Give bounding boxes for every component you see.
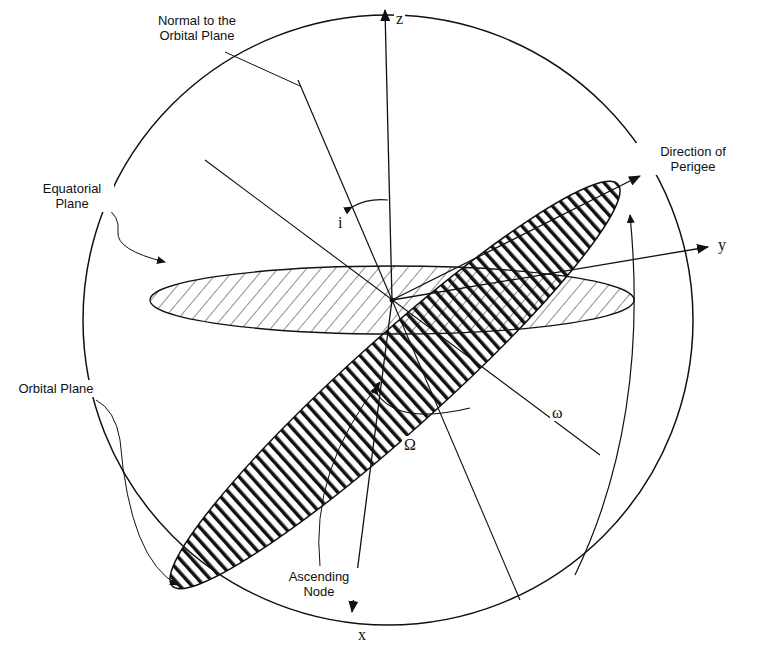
label: z bbox=[394, 10, 405, 27]
orbital-plane bbox=[141, 150, 648, 620]
label: i bbox=[336, 214, 344, 231]
normal-extension bbox=[392, 300, 520, 600]
node-angle-arc bbox=[378, 395, 470, 414]
label: Orbital Plane bbox=[14, 380, 98, 397]
z-axis bbox=[385, 10, 392, 300]
equatorial-line bbox=[205, 160, 600, 455]
label: ω bbox=[550, 404, 565, 421]
label: Equatorial Plane bbox=[30, 180, 114, 212]
leader-line bbox=[319, 382, 380, 566]
label: y bbox=[716, 236, 728, 253]
label: Normal to the Orbital Plane bbox=[140, 12, 254, 44]
label: x bbox=[356, 626, 368, 643]
celestial-sphere bbox=[83, 15, 693, 625]
earth-center bbox=[390, 298, 395, 303]
label: Ω bbox=[402, 436, 418, 453]
leader-line bbox=[105, 208, 165, 262]
perigee-arrow bbox=[392, 176, 640, 300]
label: Ascending Node bbox=[272, 568, 366, 600]
label: Direction of Perigee bbox=[636, 143, 750, 175]
leader-line bbox=[96, 400, 178, 585]
leader-line bbox=[225, 52, 300, 86]
x-axis bbox=[352, 300, 392, 612]
y-axis bbox=[392, 247, 708, 300]
perigee-angle-arc bbox=[575, 215, 634, 575]
inclination-arc bbox=[352, 200, 388, 207]
orbit-normal bbox=[298, 80, 392, 300]
